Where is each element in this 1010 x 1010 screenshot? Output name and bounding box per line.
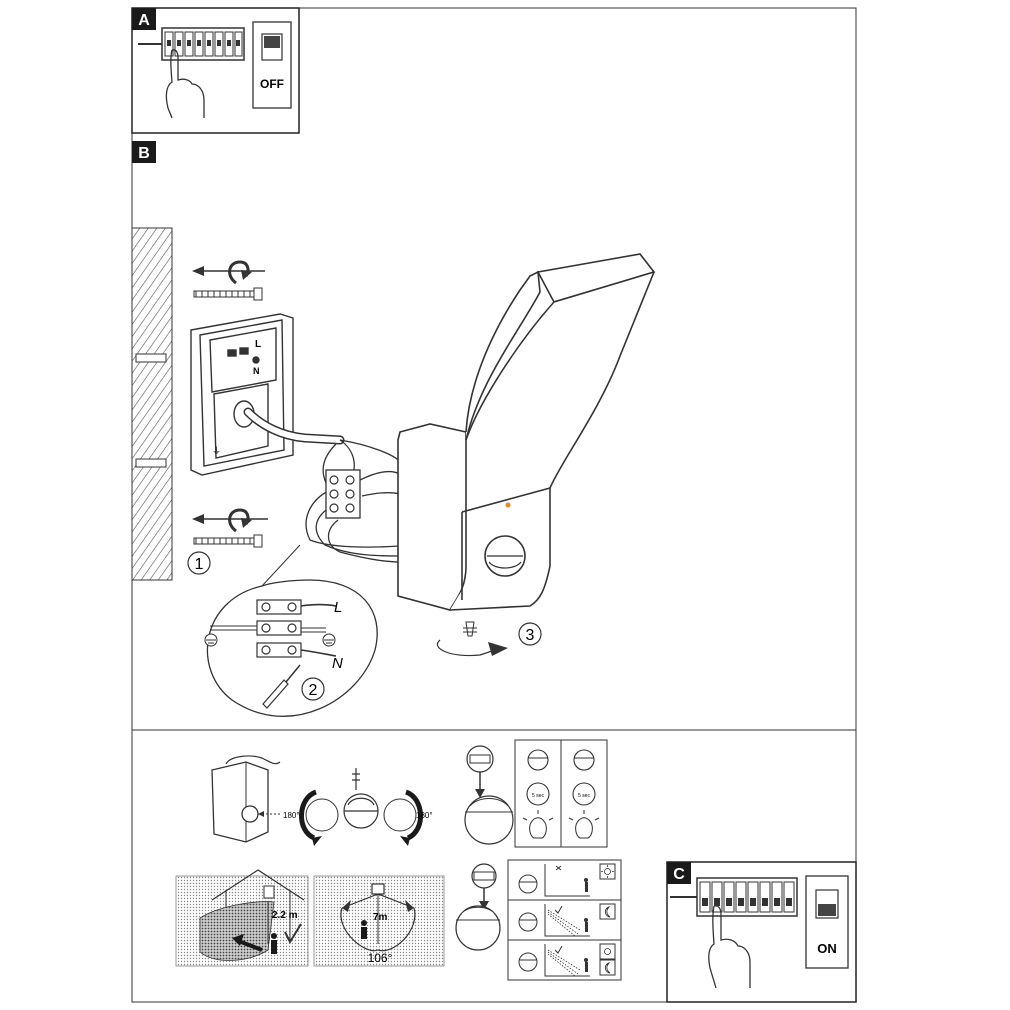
light-sensor-settings-grid bbox=[507, 859, 622, 981]
detection-range-value: 7m bbox=[373, 912, 388, 923]
rotation-angle-right: 180° bbox=[416, 811, 433, 820]
step-3-label: 3 bbox=[526, 627, 535, 644]
sun-icon bbox=[601, 865, 614, 955]
hand-icon bbox=[165, 49, 205, 119]
mounting-height-diagram bbox=[175, 869, 309, 967]
timer-label-1: 5 sec bbox=[532, 793, 544, 799]
plate-terminal-n: N bbox=[253, 366, 260, 376]
connector-detail bbox=[204, 544, 378, 717]
plate-terminal-l: L bbox=[255, 339, 261, 350]
plate-earth-icon: ⏚ bbox=[212, 446, 221, 456]
pir-sensor-icon bbox=[484, 535, 526, 577]
breaker-panel-icon bbox=[138, 27, 245, 61]
mounting-plate bbox=[190, 313, 294, 476]
panel-c-badge bbox=[667, 862, 691, 884]
switch-state-off: OFF bbox=[260, 77, 284, 91]
panel-b-label: B bbox=[138, 145, 150, 162]
hand-icon bbox=[708, 905, 751, 989]
fixing-screw-rotation bbox=[436, 621, 508, 657]
panel-a-label: A bbox=[138, 12, 150, 29]
switch-state-on: ON bbox=[817, 941, 837, 956]
sensor-button-press-top bbox=[464, 745, 514, 845]
mounting-height-value: 2.2 m bbox=[272, 910, 298, 921]
timer-setting-grid bbox=[514, 739, 608, 848]
panel-a: A OFF bbox=[131, 7, 300, 134]
sensor-rotation-diagram bbox=[211, 755, 423, 846]
panel-c: C ON bbox=[666, 861, 857, 1003]
detail-terminal-n: N bbox=[332, 655, 343, 672]
step-3-circle bbox=[518, 622, 542, 646]
light-bulb-icon bbox=[522, 810, 600, 839]
screw-top bbox=[192, 260, 265, 301]
wall-switch-on: ON bbox=[805, 875, 849, 969]
screw-bottom bbox=[192, 508, 268, 548]
wires bbox=[305, 439, 401, 563]
detection-angle-value: 106° bbox=[368, 951, 393, 965]
rotation-angle-left: 180° bbox=[283, 811, 300, 820]
terminal-block bbox=[325, 469, 361, 519]
detail-terminal-l: L bbox=[334, 599, 342, 616]
timer-label-2: 5 sec bbox=[578, 793, 590, 799]
step-2-circle bbox=[301, 677, 325, 701]
status-led-icon bbox=[505, 502, 511, 508]
sensor-button-press-bottom bbox=[455, 863, 501, 951]
wall-luminaire bbox=[397, 253, 656, 611]
wall bbox=[131, 227, 173, 581]
main-frame bbox=[131, 7, 857, 1003]
detection-range-diagram bbox=[313, 875, 445, 967]
step-1-label: 1 bbox=[195, 556, 204, 573]
panel-a-badge bbox=[132, 8, 156, 30]
wall-switch-off: OFF bbox=[252, 21, 292, 109]
step-2-label: 2 bbox=[309, 682, 318, 699]
screwdriver-icon bbox=[262, 679, 289, 709]
step-1-circle bbox=[187, 551, 211, 575]
panel-b-badge bbox=[132, 141, 156, 163]
panel-c-label: C bbox=[673, 866, 685, 883]
moon-icon bbox=[604, 906, 611, 974]
